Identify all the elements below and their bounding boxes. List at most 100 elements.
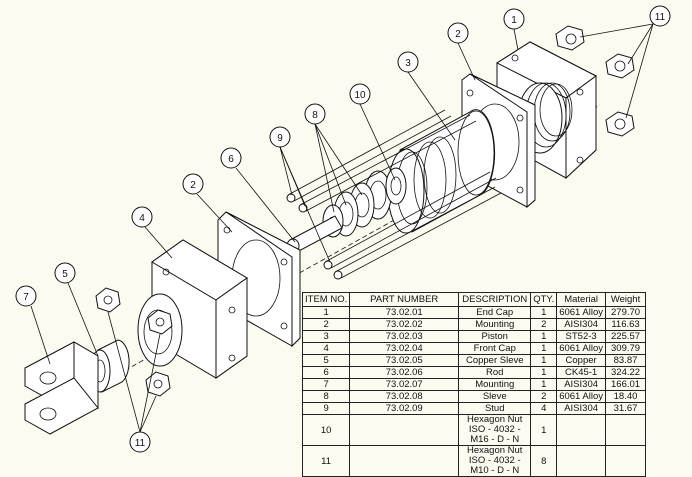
bom-cell-material: Copper: [556, 354, 607, 367]
bom-cell-material: 6061 Alloy: [556, 306, 607, 319]
hex-nut-parts: [95, 25, 635, 397]
bom-cell-qty: 4: [530, 402, 558, 415]
bom-cell-description: End Cap: [458, 306, 532, 319]
balloon-1: 1: [503, 8, 525, 30]
bill-of-materials-table: ITEM NO. PART NUMBER DESCRIPTION QTY. Ma…: [301, 292, 647, 477]
svg-text:5: 5: [62, 269, 68, 280]
bom-row: 4 73.02.04 Front Cap 1 6061 Alloy 309.79: [301, 342, 647, 355]
svg-text:2: 2: [455, 29, 461, 40]
bom-cell-description: Stud: [458, 402, 532, 415]
bom-cell-part-number: 73.02.01: [349, 306, 460, 319]
bom-cell-material: 6061 Alloy: [556, 342, 607, 355]
bom-cell-weight: [605, 445, 647, 477]
bom-cell-part-number: 73.02.04: [349, 342, 460, 355]
bom-cell-item-no: 10: [301, 414, 351, 446]
bom-cell-item-no: 9: [301, 402, 351, 415]
bom-cell-part-number: [349, 414, 460, 446]
bom-header-weight: Weight: [605, 292, 647, 307]
bom-row: 6 73.02.06 Rod 1 CK45-1 324.22: [301, 366, 647, 379]
bom-cell-part-number: 73.02.09: [349, 402, 460, 415]
bom-cell-weight: 31.67: [605, 402, 647, 415]
stud-part: [286, 109, 502, 280]
balloon-11-bottom: 11: [129, 431, 151, 453]
bom-cell-weight: [605, 414, 647, 446]
bom-cell-description: Hexagon Nut ISO - 4032 - M10 - D - N: [458, 445, 532, 477]
svg-text:9: 9: [277, 133, 283, 144]
bom-cell-qty: 1: [530, 342, 558, 355]
balloon-6: 6: [220, 147, 242, 169]
bom-cell-description: Mounting: [458, 378, 532, 391]
sleeve-part: [322, 167, 407, 238]
balloon-8: 8: [304, 103, 326, 125]
svg-text:10: 10: [354, 90, 366, 101]
svg-text:4: 4: [139, 213, 145, 224]
bom-cell-description: Copper Sleve: [458, 354, 532, 367]
bom-header-qty: QTY.: [530, 292, 558, 307]
bom-cell-description: Rod: [458, 366, 532, 379]
bom-cell-qty: 1: [530, 378, 558, 391]
bom-cell-qty: 2: [530, 318, 558, 331]
bom-cell-qty: 1: [530, 354, 558, 367]
bom-cell-description: Sleve: [458, 390, 532, 403]
front-cap-part: [137, 239, 248, 379]
svg-text:11: 11: [135, 438, 146, 449]
bom-cell-material: AISI304: [556, 402, 607, 415]
bom-cell-qty: 1: [530, 366, 558, 379]
bom-cell-material: CK45-1: [556, 366, 607, 379]
svg-text:7: 7: [23, 292, 29, 303]
bom-cell-item-no: 1: [301, 306, 351, 319]
bom-cell-part-number: 73.02.07: [349, 378, 460, 391]
bom-cell-item-no: 11: [301, 445, 351, 477]
bom-row: 2 73.02.02 Mounting 2 AISI304 116.63: [301, 318, 647, 331]
bom-cell-weight: 83.87: [605, 354, 647, 367]
bom-row: 10 Hexagon Nut ISO - 4032 - M16 - D - N …: [301, 414, 647, 446]
balloon-7: 7: [15, 285, 37, 307]
bom-cell-material: 6061 Alloy: [556, 390, 607, 403]
bom-cell-part-number: 73.02.06: [349, 366, 460, 379]
svg-text:8: 8: [312, 110, 318, 121]
bom-cell-part-number: 73.02.05: [349, 354, 460, 367]
svg-text:3: 3: [405, 58, 411, 69]
balloon-2-top: 2: [447, 22, 469, 44]
leader-lines: [30, 23, 654, 433]
bom-header-row: ITEM NO. PART NUMBER DESCRIPTION QTY. Ma…: [301, 292, 647, 307]
bom-cell-item-no: 6: [301, 366, 351, 379]
bom-row: 3 73.02.03 Piston 1 ST52-3 225.57: [301, 330, 647, 343]
bom-cell-weight: 225.57: [605, 330, 647, 343]
bom-row: 1 73.02.01 End Cap 1 6061 Alloy 279.70: [301, 306, 647, 319]
bom-row: 8 73.02.08 Sleve 2 6061 Alloy 18.40: [301, 390, 647, 403]
bom-cell-item-no: 5: [301, 354, 351, 367]
bom-cell-item-no: 7: [301, 378, 351, 391]
bom-cell-description: Hexagon Nut ISO - 4032 - M16 - D - N: [458, 414, 532, 446]
clevis-mounting-part: [24, 341, 99, 435]
svg-text:1: 1: [511, 15, 517, 26]
bom-cell-qty: 1: [530, 330, 558, 343]
bom-cell-material: ST52-3: [556, 330, 607, 343]
bom-cell-description: Front Cap: [458, 342, 532, 355]
bom-cell-weight: 309.79: [605, 342, 647, 355]
bom-cell-qty: 1: [530, 414, 558, 446]
bom-row: 9 73.02.09 Stud 4 AISI304 31.67: [301, 402, 647, 415]
bom-cell-material: [556, 445, 607, 477]
bom-cell-qty: 1: [530, 306, 558, 319]
svg-text:6: 6: [228, 154, 234, 165]
bom-cell-material: AISI304: [556, 378, 607, 391]
balloon-4: 4: [131, 206, 153, 228]
bom-cell-weight: 166.01: [605, 378, 647, 391]
bom-cell-description: Piston: [458, 330, 532, 343]
bom-row: 7 73.02.07 Mounting 1 AISI304 166.01: [301, 378, 647, 391]
bom-header-material: Material: [556, 292, 607, 307]
svg-text:2: 2: [190, 180, 196, 191]
bom-cell-item-no: 8: [301, 390, 351, 403]
svg-text:11: 11: [655, 12, 666, 23]
balloon-5: 5: [54, 262, 76, 284]
exploded-assembly-view: 1 2 3 10 8 9 6 2 4 5 7 11 11: [15, 5, 671, 453]
bom-cell-item-no: 4: [301, 342, 351, 355]
balloon-2-left: 2: [182, 173, 204, 195]
bom-cell-part-number: 73.02.03: [349, 330, 460, 343]
bom-cell-item-no: 3: [301, 330, 351, 343]
bom-cell-weight: 18.40: [605, 390, 647, 403]
drawing-sheet: 1 2 3 10 8 9 6 2 4 5 7 11 11 ITEM NO. PA…: [15, 5, 671, 477]
piston-part: [387, 109, 496, 234]
bom-cell-weight: 116.63: [605, 318, 647, 331]
